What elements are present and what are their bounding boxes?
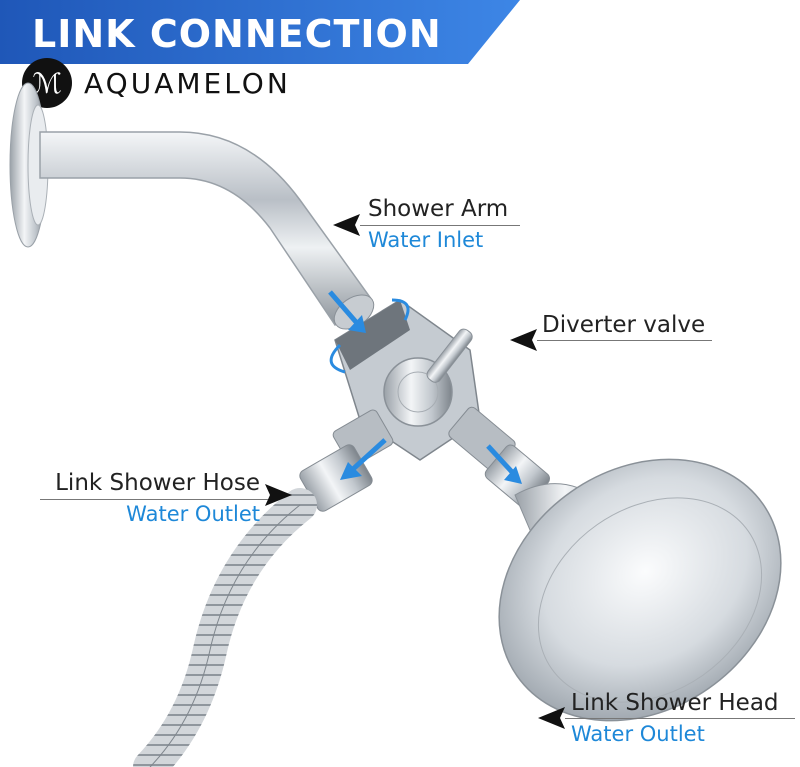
shower-arm-label: Shower Arm [368,196,509,222]
shower-hose [133,488,317,767]
callout-hose: Link Shower Hose Water Outlet [40,470,260,526]
callout-diverter: Diverter valve [542,312,705,338]
page-title: LINK CONNECTION [32,12,442,56]
shower-arm-rule [360,225,520,226]
hose-pointer-icon [265,484,292,506]
shower-arm-sublabel: Water Inlet [368,228,484,252]
shower-arm-pointer-icon [333,214,360,236]
callout-head: Link Shower Head Water Outlet [571,690,779,746]
hose-sublabel: Water Outlet [126,502,260,526]
callout-pointers [265,214,565,729]
head-rule [565,718,795,719]
hose-label: Link Shower Hose [55,470,260,496]
diverter-pointer-icon [510,329,537,351]
shower-arm [39,131,375,330]
head-pointer-icon [538,707,565,729]
hose-outlet-flow-arrow-icon [340,438,387,480]
hose-rule [40,499,268,500]
diverter-rule [537,340,712,341]
inlet-flow-arrow-icon [328,290,366,333]
shower-head [498,458,782,722]
diverter-label: Diverter valve [542,312,706,338]
head-outlet-flow-arrow-icon [486,444,522,484]
head-label: Link Shower Head [571,690,779,716]
brand-name: AQUAMELON [84,66,291,100]
callout-shower-arm: Shower Arm Water Inlet [368,196,508,252]
head-sublabel: Water Outlet [571,722,705,746]
swivel-arrows-icon [329,298,410,374]
header-banner [0,0,520,64]
flow-arrows [328,290,522,484]
